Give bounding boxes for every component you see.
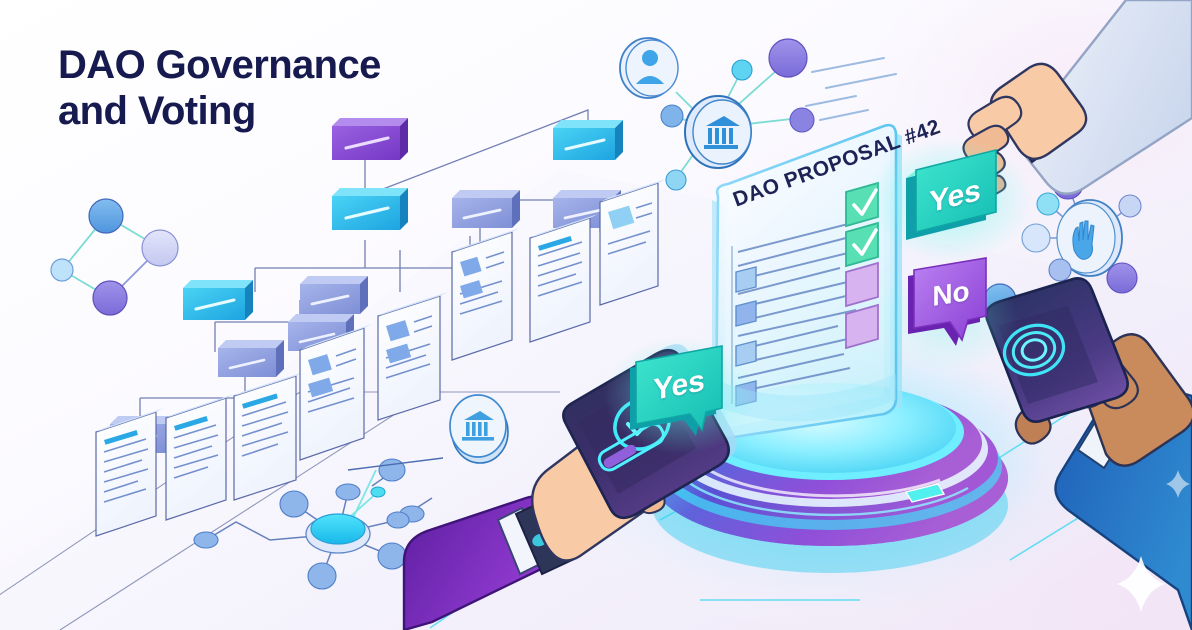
document-sheet (377, 292, 448, 421)
podium-indicator (904, 483, 946, 503)
vote-chip-yes-upper[interactable] (906, 148, 997, 240)
document-sheet (233, 372, 304, 501)
vote-chip-yes-lower[interactable] (630, 345, 723, 436)
tree-card (218, 340, 284, 377)
tap-ripple-icon (1002, 323, 1066, 377)
tree-card (300, 276, 368, 314)
card-side-checkbox[interactable] (735, 300, 757, 327)
bank-governance-icon (684, 95, 752, 169)
document-sheet (451, 228, 520, 361)
vote-checkbox-checked[interactable] (845, 221, 879, 268)
raised-hand-vote-icon (1056, 199, 1123, 277)
vote-chip-no[interactable] (908, 257, 987, 346)
vote-chip-label-no[interactable]: No (932, 275, 970, 312)
sparkle-icon (1166, 470, 1190, 498)
hand-top (962, 0, 1192, 201)
vote-checkbox-unchecked[interactable] (845, 303, 879, 350)
vote-checkbox-unchecked[interactable] (845, 261, 879, 308)
tree-card (332, 188, 408, 230)
card-side-checkbox[interactable] (735, 266, 757, 293)
sparkle-icon (1117, 556, 1165, 612)
document-sheet (299, 324, 372, 461)
user-avatar-icon (619, 37, 679, 99)
network-cluster-left (50, 198, 179, 316)
tree-card (332, 118, 408, 160)
document-sheet (95, 408, 164, 537)
network-cluster-right (1021, 168, 1142, 294)
document-sheet (599, 179, 666, 306)
tree-card (553, 120, 623, 160)
document-sheet (165, 394, 234, 521)
bank-governance-icon-lower (347, 394, 509, 471)
document-sheet (529, 214, 598, 343)
motion-lines (805, 57, 897, 121)
tree-card (183, 280, 253, 320)
phone-right[interactable] (985, 277, 1129, 423)
network-cluster-hub (193, 458, 433, 590)
tree-card (452, 190, 520, 228)
network-cluster-top (619, 37, 815, 191)
